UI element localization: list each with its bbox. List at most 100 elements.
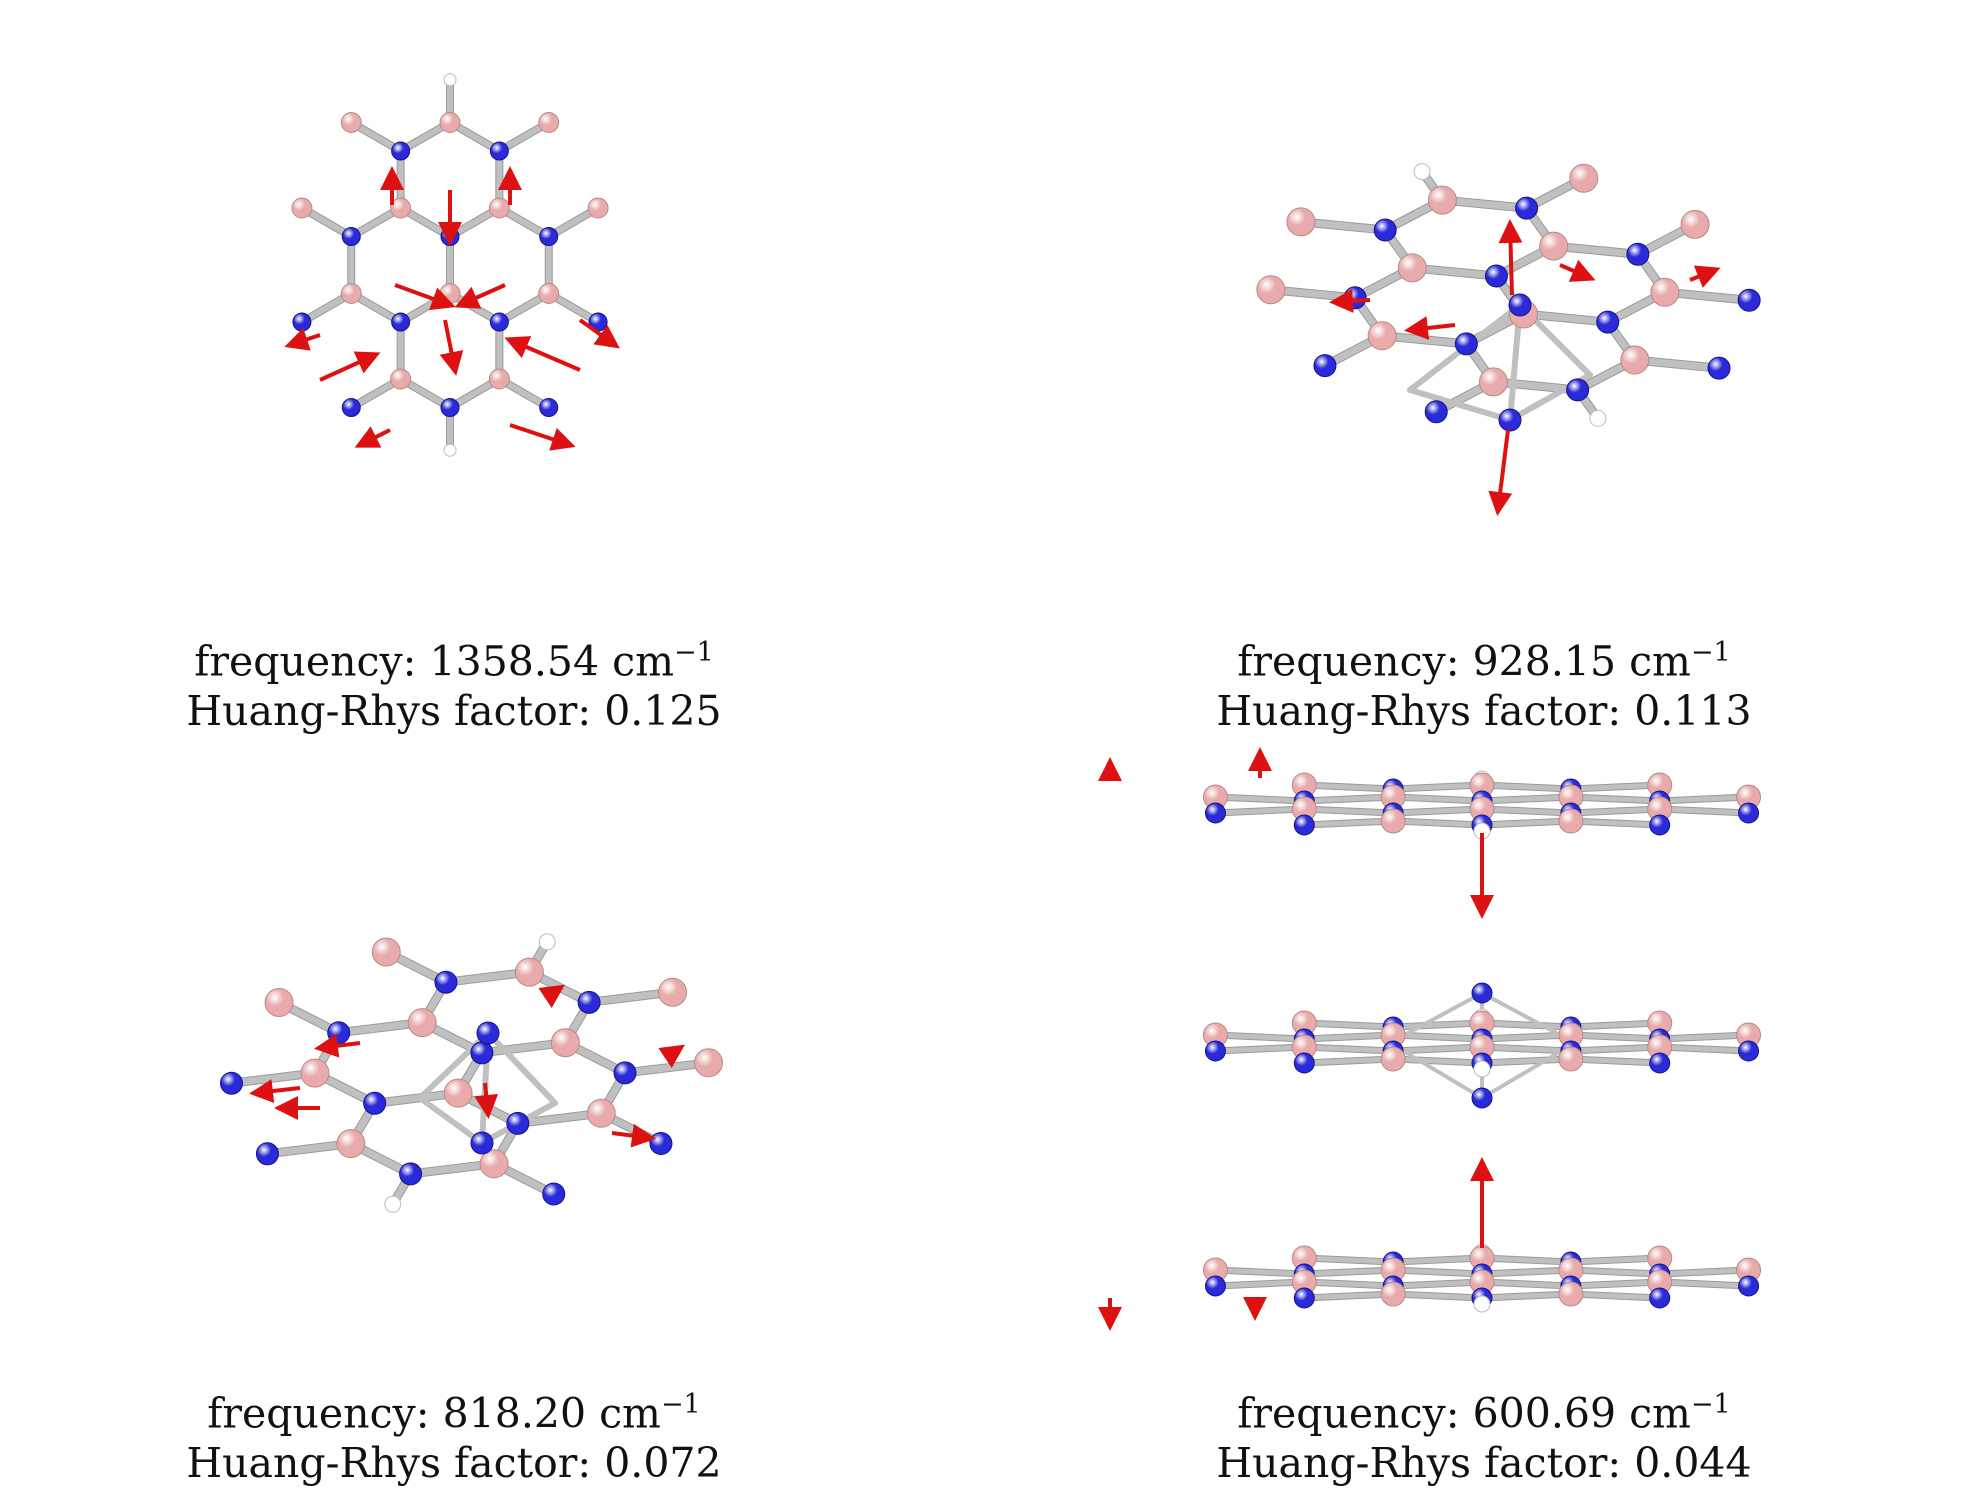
atom-N xyxy=(399,1162,423,1186)
displacement-arrow xyxy=(1689,265,1721,288)
molecule-view-3 xyxy=(220,933,723,1213)
bond xyxy=(1301,818,1396,828)
bond xyxy=(1301,1044,1396,1054)
molecule-group xyxy=(1098,747,1762,919)
bond xyxy=(1301,794,1396,804)
bond xyxy=(1301,806,1396,816)
atom-B xyxy=(300,1058,330,1088)
atom-B xyxy=(693,1048,723,1078)
displacement-arrow xyxy=(319,351,381,382)
defect-bond xyxy=(1388,1041,1484,1100)
atom-H xyxy=(443,73,457,87)
atom-B xyxy=(340,283,362,304)
displacement-arrow xyxy=(249,1079,301,1103)
bond xyxy=(1301,1279,1396,1289)
mode-caption-2: frequency: 928.15 cm−1 Huang-Rhys factor… xyxy=(1134,628,1834,736)
bond xyxy=(1568,782,1663,792)
bond xyxy=(1390,794,1485,804)
atom-B xyxy=(538,283,560,304)
bond xyxy=(1301,1056,1396,1066)
bond xyxy=(1390,818,1485,828)
bond xyxy=(1212,1044,1307,1054)
bond xyxy=(1212,794,1307,804)
mode-panel-4 xyxy=(990,743,1980,1363)
frequency-line: frequency: 1358.54 cm−1 xyxy=(194,637,714,686)
atom-N xyxy=(1343,286,1367,310)
bond xyxy=(1568,1267,1663,1277)
mode-panel-2 xyxy=(990,0,1980,600)
atom-N xyxy=(1737,288,1761,312)
bond xyxy=(1568,1255,1663,1265)
atom-N xyxy=(577,990,601,1014)
atom-N xyxy=(1738,1040,1760,1062)
atom-N xyxy=(1484,264,1508,288)
atom-B xyxy=(1620,345,1650,375)
atom-B xyxy=(443,1078,473,1108)
bond xyxy=(1568,818,1663,828)
bond xyxy=(1479,794,1574,804)
bond xyxy=(1568,1032,1663,1042)
atom-B xyxy=(479,1149,509,1179)
bond xyxy=(1479,1279,1574,1289)
displacement-arrow xyxy=(454,283,506,309)
displacement-arrow xyxy=(394,283,456,311)
atom-N xyxy=(434,970,458,994)
atom-B xyxy=(1380,1046,1406,1072)
displacement-arrow xyxy=(1329,288,1371,313)
atom-N xyxy=(327,1021,351,1045)
defect-bond xyxy=(1407,387,1513,423)
displacement-arrow xyxy=(504,336,581,372)
defect-atom-N xyxy=(1471,982,1493,1004)
bond xyxy=(1390,1020,1485,1030)
atom-B xyxy=(586,1098,616,1128)
atom-B xyxy=(488,368,510,390)
bond xyxy=(1390,1056,1485,1066)
huang-rhys-line: Huang-Rhys factor: 0.044 xyxy=(1216,1438,1752,1487)
atom-B xyxy=(291,197,313,219)
bond xyxy=(1568,1044,1663,1054)
bond xyxy=(1479,1020,1574,1030)
atom-N xyxy=(1649,1287,1671,1309)
atom-B xyxy=(658,977,688,1007)
atom-B xyxy=(1569,163,1599,193)
molecule-group xyxy=(220,933,723,1213)
molecule-group xyxy=(284,73,620,457)
atom-H xyxy=(1413,163,1431,181)
atom-N xyxy=(1373,218,1397,242)
displacement-arrow xyxy=(474,1082,499,1119)
atom-N xyxy=(1204,1275,1226,1297)
atom-N xyxy=(1626,242,1650,266)
atom-B xyxy=(1286,207,1316,237)
atom-N xyxy=(341,227,361,246)
atom-B xyxy=(1539,231,1569,261)
atom-N xyxy=(1515,196,1539,220)
bond xyxy=(1301,1255,1396,1265)
atom-B xyxy=(340,112,362,133)
bond xyxy=(1301,1267,1396,1277)
bond xyxy=(1479,806,1574,816)
atom-N xyxy=(489,312,509,332)
bond xyxy=(1212,1267,1307,1277)
defect-atom-N xyxy=(1508,293,1532,317)
atom-N xyxy=(613,1061,637,1085)
atom-N xyxy=(489,141,509,161)
huang-rhys-line: Huang-Rhys factor: 0.113 xyxy=(1216,686,1752,735)
atom-B xyxy=(538,112,560,133)
atom-B xyxy=(1380,1281,1406,1307)
atom-B xyxy=(488,197,510,219)
atom-B xyxy=(587,197,609,219)
displacement-arrow xyxy=(658,1044,685,1068)
bond xyxy=(1301,1291,1396,1301)
atom-B xyxy=(336,1129,366,1159)
atom-B xyxy=(390,368,412,390)
bond xyxy=(1390,1267,1485,1277)
molecule-group xyxy=(1098,1157,1762,1331)
molecule-view-1 xyxy=(284,73,620,457)
bond xyxy=(1212,1032,1307,1042)
atom-B xyxy=(514,957,544,987)
atom-B xyxy=(1380,808,1406,834)
atom-N xyxy=(1596,310,1620,334)
atom-N xyxy=(539,227,559,246)
huang-rhys-line: Huang-Rhys factor: 0.072 xyxy=(186,1438,722,1487)
bond xyxy=(1657,1267,1752,1277)
